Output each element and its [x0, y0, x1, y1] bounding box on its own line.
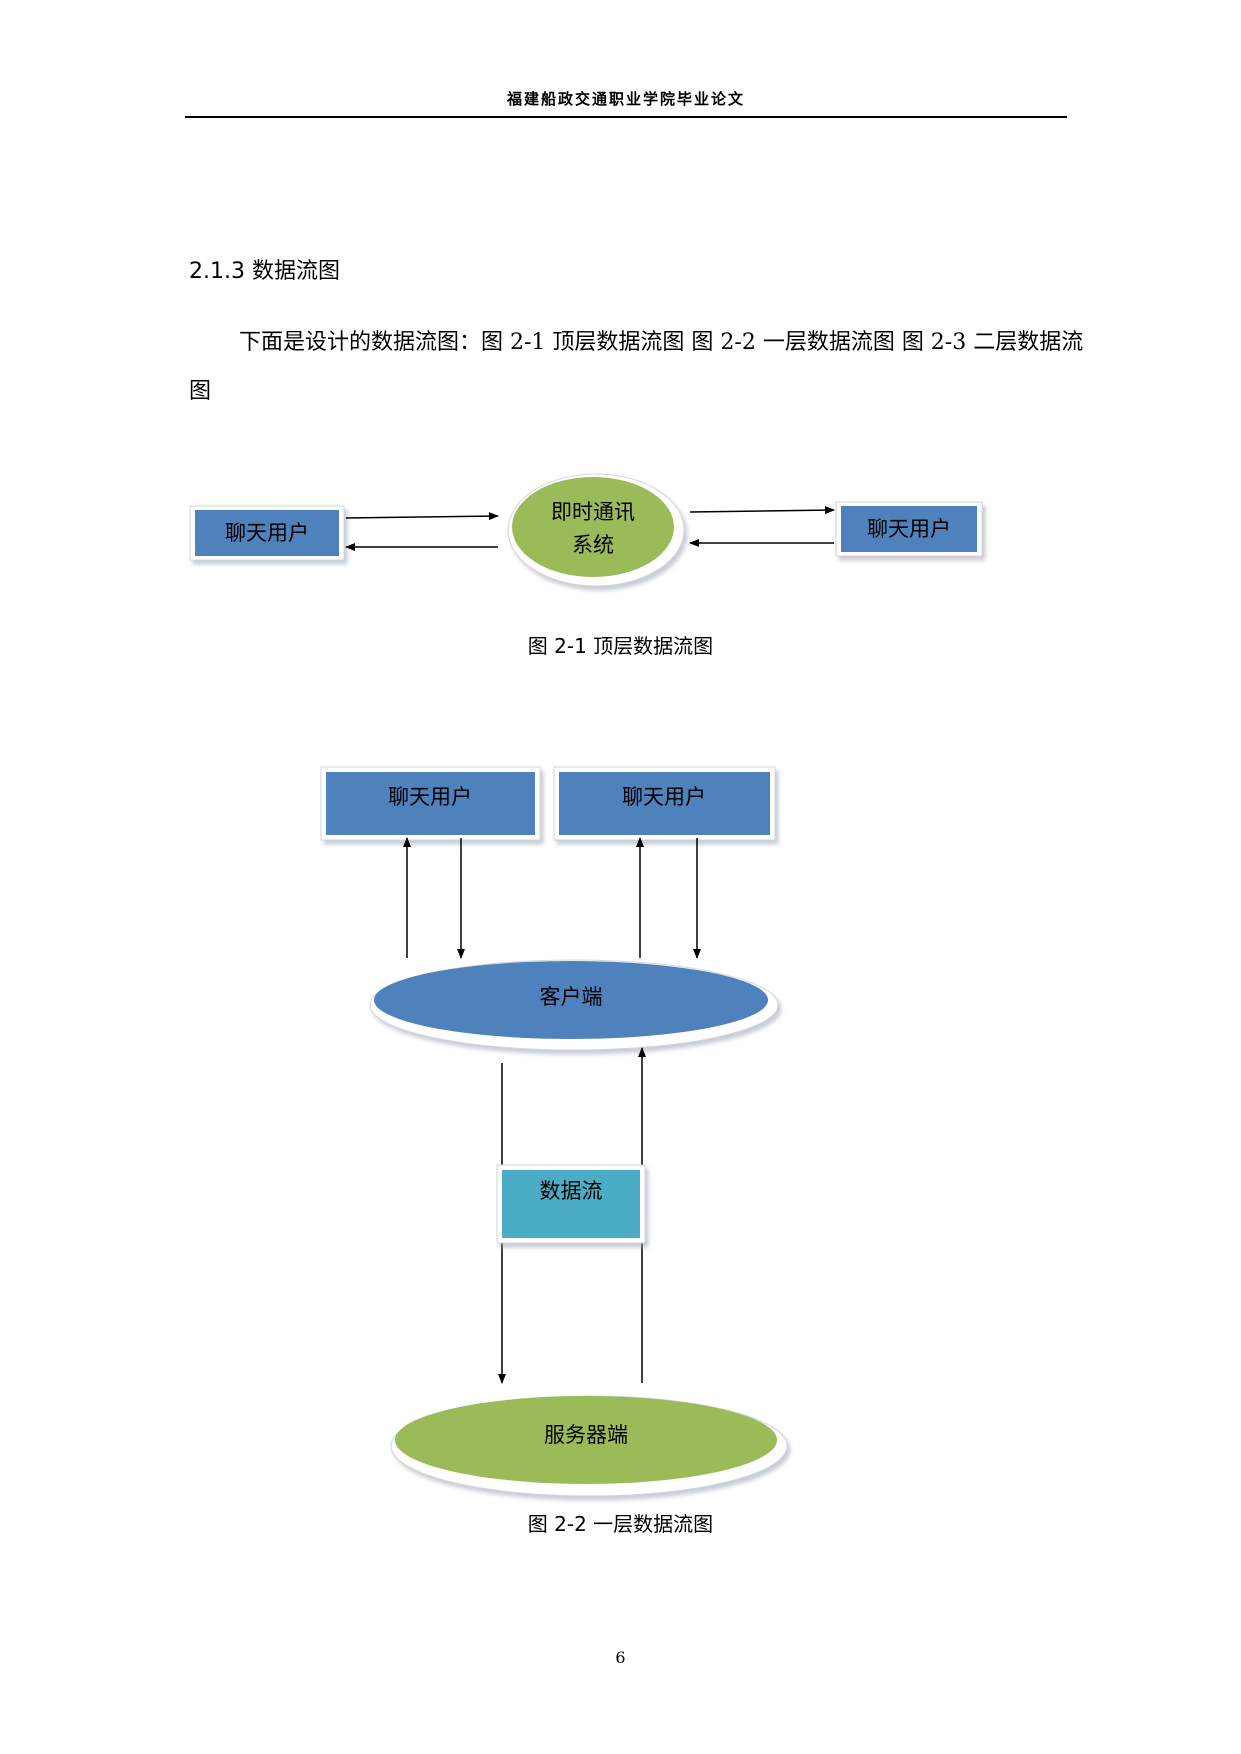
figure-2-2-caption: 图 2-2 一层数据流图	[527, 1512, 714, 1536]
im-system-label-line2: 系统	[572, 533, 614, 557]
arrow-user-to-system	[345, 512, 499, 521]
right-chat-user-label: 聊天用户	[867, 517, 951, 541]
client-label: 客户端	[540, 985, 603, 1009]
im-system-ellipse: 即时通讯 系统	[507, 473, 685, 587]
data-flow-box: 数据流	[496, 1164, 646, 1244]
top-right-chat-user-label: 聊天用户	[622, 785, 706, 809]
left-chat-user-box: 聊天用户	[189, 505, 345, 561]
section-title: 2.1.3 数据流图	[189, 259, 340, 284]
top-left-chat-user-box: 聊天用户	[320, 766, 541, 841]
header-rule	[185, 116, 1067, 118]
data-flow-label: 数据流	[540, 1179, 603, 1203]
running-header: 福建船政交通职业学院毕业论文	[506, 90, 745, 108]
figure-2-1-caption: 图 2-1 顶层数据流图	[527, 634, 714, 658]
top-left-chat-user-label: 聊天用户	[388, 785, 472, 809]
page-number: 6	[615, 1648, 626, 1667]
arrow-system-to-right-user	[689, 506, 835, 515]
figure-2-2: 聊天用户 聊天用户 客户端 数据流 服务器端	[320, 766, 788, 1497]
figure-2-1: 聊天用户 即时通讯 系统 聊天用户	[189, 473, 983, 587]
right-chat-user-box: 聊天用户	[835, 501, 983, 557]
server-label: 服务器端	[544, 1423, 628, 1447]
server-ellipse: 服务器端	[390, 1395, 788, 1497]
client-ellipse: 客户端	[369, 959, 779, 1051]
left-chat-user-label: 聊天用户	[225, 521, 309, 545]
top-right-chat-user-box: 聊天用户	[553, 766, 776, 841]
im-system-label-line1: 即时通讯	[551, 500, 635, 524]
intro-paragraph: 下面是设计的数据流图：图 2-1 顶层数据流图 图 2-2 一层数据流图 图 2…	[189, 330, 1084, 404]
